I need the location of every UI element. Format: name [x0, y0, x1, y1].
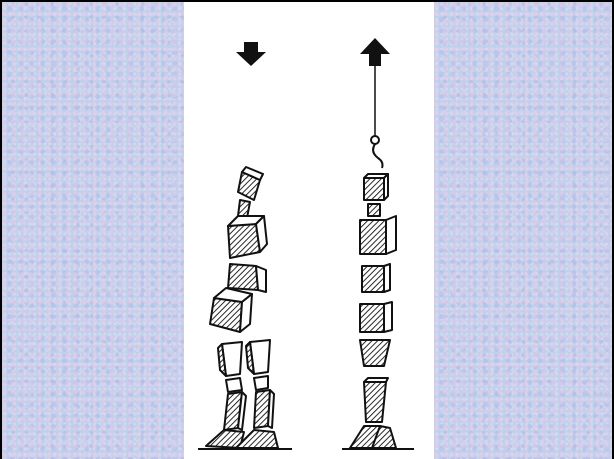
textured-background-right	[434, 2, 612, 459]
upright-head-block	[364, 178, 384, 200]
upright-torso-block-1	[362, 266, 384, 292]
chest-block-1	[228, 224, 260, 258]
upright-torso-block-2	[360, 304, 384, 332]
slumped-block-figure	[198, 42, 292, 449]
illustration-panel	[184, 2, 434, 459]
upright-leg-block	[364, 382, 386, 422]
hook-ring	[371, 136, 379, 144]
up-arrow-icon	[360, 38, 390, 66]
upright-block-figure	[342, 38, 414, 449]
chest-block-2	[228, 264, 258, 290]
textured-background-left	[2, 2, 184, 459]
posture-illustration	[184, 2, 434, 459]
abdomen-block	[210, 298, 242, 332]
hook	[373, 144, 382, 168]
down-arrow-icon	[236, 42, 266, 66]
upright-pelvis-block	[360, 340, 390, 366]
upright-neck-block	[368, 204, 380, 216]
upright-chest-block	[360, 220, 386, 254]
